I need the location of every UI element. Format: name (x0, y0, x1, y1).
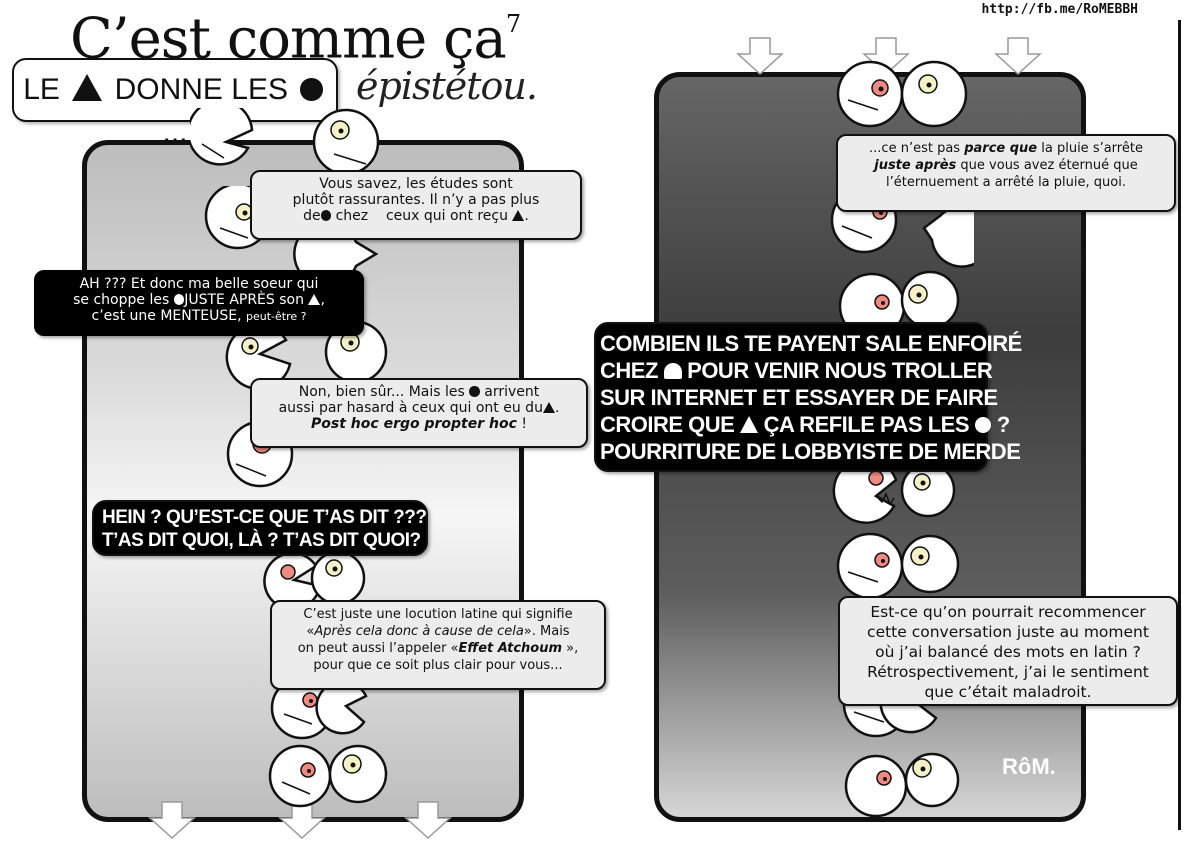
triangle-icon (739, 416, 758, 434)
down-arrow-icon (994, 37, 1042, 76)
head-icon (900, 270, 960, 330)
dot-icon (469, 386, 480, 397)
dot-icon (974, 416, 992, 434)
dot-icon (320, 210, 332, 221)
characters-group-9 (832, 460, 960, 600)
dot-icon (173, 294, 185, 305)
characters-group-6 (268, 676, 388, 808)
down-arrow-icon (736, 37, 784, 76)
rule-bubble: LE DONNE LES !!! (12, 58, 338, 166)
speech-bubble-rain: ...ce n’est pas parce que la pluie s’arr… (836, 134, 1176, 212)
characters-group-7 (836, 60, 968, 128)
down-arrow-icon (148, 801, 196, 840)
head-icon (844, 754, 908, 818)
right-border-line (1178, 20, 1181, 830)
head-icon (900, 534, 960, 594)
speech-bubble-shout-2: COMBIEN ILS TE PAYENT SALE ENFOIRÉ CHEZ … (594, 322, 1022, 472)
triangle-icon (542, 401, 555, 413)
head-icon (310, 550, 366, 606)
source-url: http://fb.me/RoMEBBH (981, 2, 1138, 17)
bell-icon (663, 363, 682, 379)
head-icon (836, 532, 904, 600)
speech-bubble-shout-1: HEIN ? QU’EST-CE QUE T’AS DIT ??? T’AS D… (92, 500, 428, 556)
speech-bubble-studies: Vous savez, les études sont plutôt rassu… (250, 170, 582, 240)
head-icon (836, 60, 904, 128)
head-icon (900, 60, 968, 128)
characters-group-3 (225, 320, 388, 391)
triangle-icon (308, 293, 321, 305)
down-arrow-icon (404, 801, 452, 840)
speech-bubble-sister: AH ??? Et donc ma belle soeur qui se cho… (34, 270, 364, 336)
characters-group-1 (190, 108, 380, 176)
head-icon (904, 752, 960, 808)
speech-bubble-locution: C’est juste une locution latine qui sign… (270, 600, 606, 690)
pacman-head-icon (922, 205, 974, 268)
head-icon (312, 108, 380, 176)
pacman-head-icon (190, 108, 254, 166)
triangle-icon (72, 73, 103, 101)
characters-group-5 (263, 550, 366, 611)
head-icon (268, 744, 332, 808)
triangle-icon (512, 209, 525, 221)
author-signature: RôM. (1002, 754, 1056, 779)
comic-subtitle: épistétou. (356, 64, 538, 108)
episode-number: 7 (505, 10, 521, 38)
dot-icon (300, 78, 323, 101)
head-icon (328, 744, 388, 804)
speech-bubble-latin: Est-ce qu’on pourrait recommencer cette … (838, 596, 1178, 706)
speech-bubble-post-hoc: Non, bien sûr... Mais les arrivent aussi… (250, 378, 588, 448)
down-arrow-icon (862, 37, 910, 76)
